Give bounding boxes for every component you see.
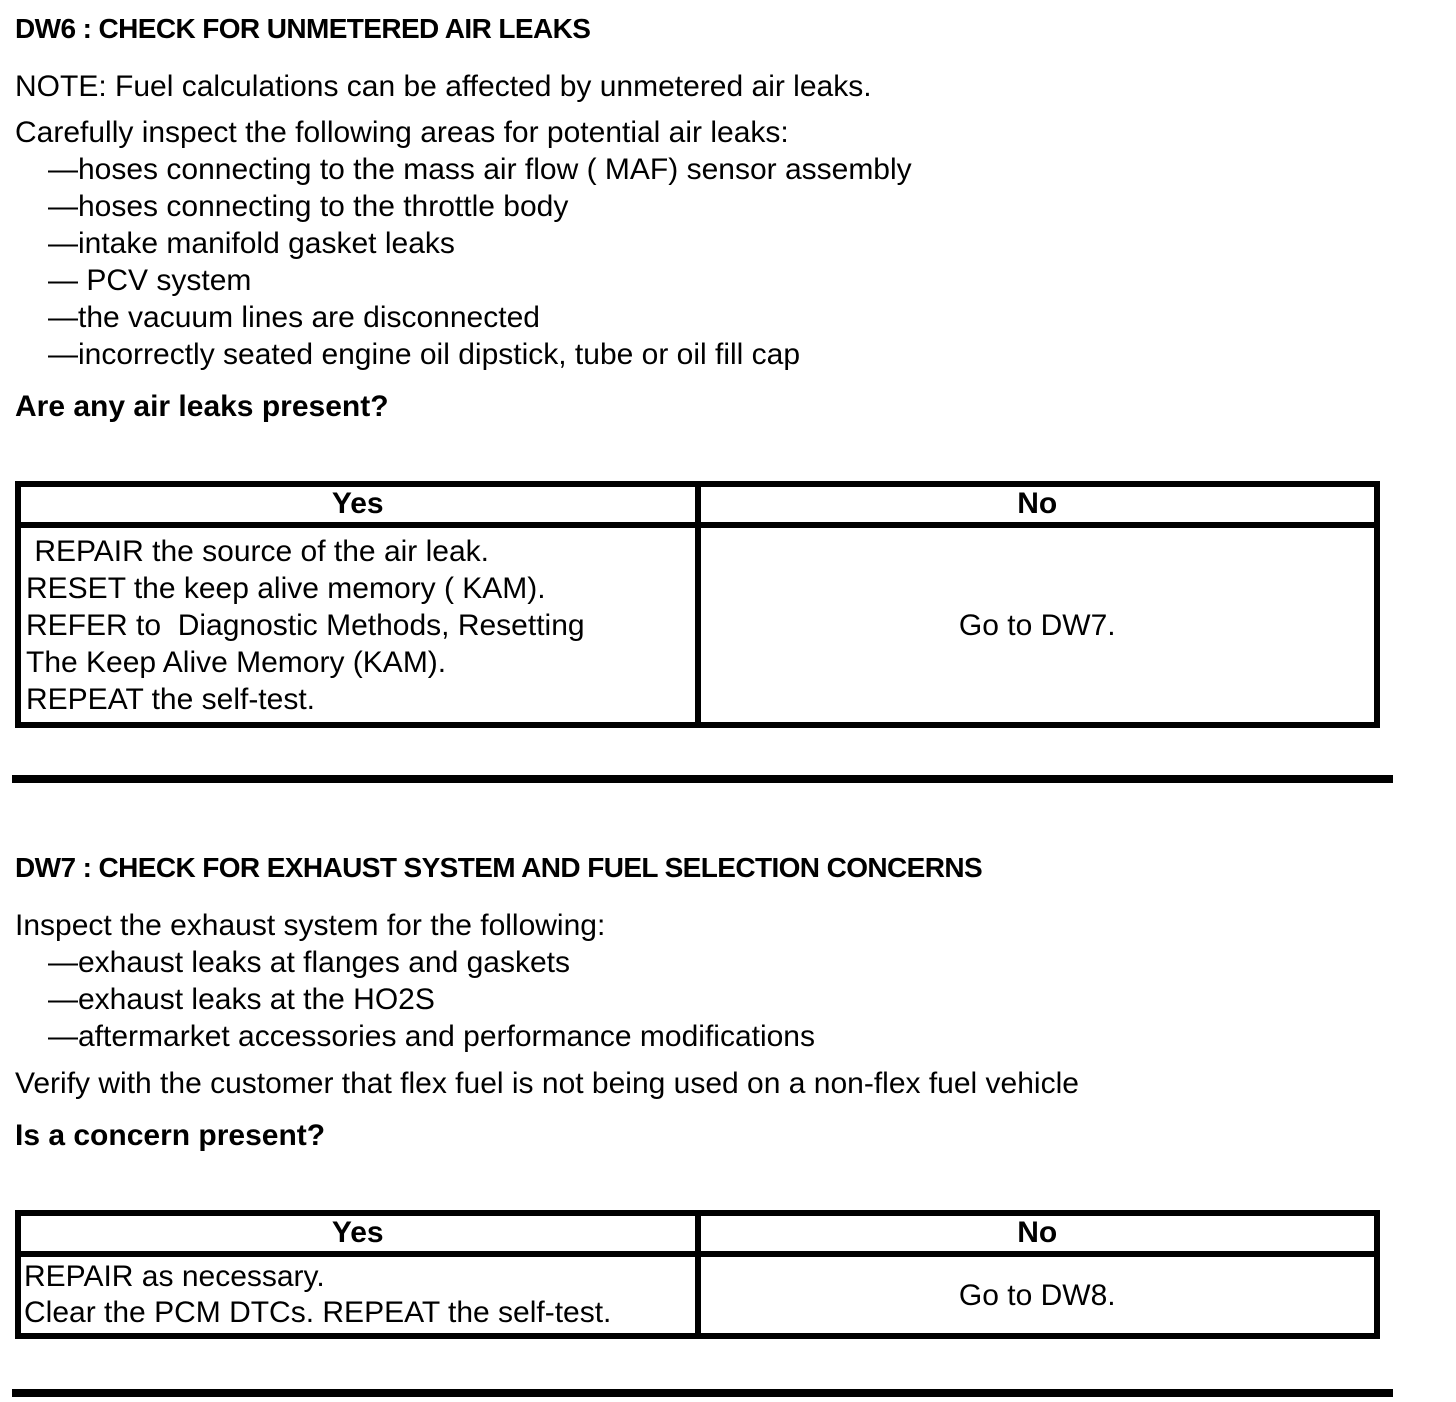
dw7-no-action: Go to DW8. (694, 1251, 1380, 1339)
dw7-bullet-item: —exhaust leaks at the HO2S (48, 983, 435, 1016)
dw7-table-body-row: REPAIR as necessary.Clear the PCM DTCs. … (15, 1251, 1380, 1339)
dw6-yes-header: Yes (15, 481, 701, 528)
dw7-verify-text: Verify with the customer that flex fuel … (15, 1067, 1079, 1100)
dw6-yes-action-line: REPEAT the self-test. (26, 683, 315, 716)
dw7-yes-action-line: Clear the PCM DTCs. REPEAT the self-test… (24, 1296, 612, 1329)
dw7-yes-actions: REPAIR as necessary.Clear the PCM DTCs. … (15, 1251, 701, 1339)
section-divider-1 (12, 775, 1393, 783)
dw7-yes-header: Yes (15, 1210, 701, 1257)
dw7-bullet-list: —exhaust leaks at flanges and gaskets —ex… (15, 944, 1456, 1055)
dw6-yes-action-line: The Keep Alive Memory (KAM). (26, 646, 447, 679)
dw6-no-action: Go to DW7. (694, 522, 1380, 728)
dw6-yes-action-line: REFER to Diagnostic Methods, Resetting (26, 609, 585, 642)
dw6-section-heading: DW6 : CHECK FOR UNMETERED AIR LEAKS (15, 13, 591, 44)
dw7-bullet-item: —aftermarket accessories and performance… (48, 1020, 815, 1053)
dw6-table-header-row: Yes No (15, 481, 1380, 528)
dw6-no-header: No (694, 481, 1380, 528)
dw6-question: Are any air leaks present? (15, 390, 389, 423)
dw6-yes-action-line: REPAIR the source of the air leak. (26, 535, 489, 568)
dw6-bullet-item: —incorrectly seated engine oil dipstick,… (48, 338, 801, 371)
dw6-yes-action-line: RESET the keep alive memory ( KAM). (26, 572, 546, 605)
dw6-yes-actions: REPAIR the source of the air leak. RESET … (15, 522, 701, 728)
dw6-table-body-row: REPAIR the source of the air leak. RESET … (15, 522, 1380, 728)
dw7-question: Is a concern present? (15, 1119, 326, 1152)
dw7-yes-action-line: REPAIR as necessary. (24, 1260, 325, 1293)
dw6-section: DW6 : CHECK FOR UNMETERED AIR LEAKS NOTE… (15, 14, 1456, 728)
dw7-section-heading: DW7 : CHECK FOR EXHAUST SYSTEM AND FUEL … (15, 852, 983, 883)
dw6-bullet-item: —intake manifold gasket leaks (48, 227, 455, 260)
dw7-intro-text: Inspect the exhaust system for the follo… (15, 909, 606, 942)
dw7-bullet-item: —exhaust leaks at flanges and gaskets (48, 946, 570, 979)
dw6-bullet-item: — PCV system (48, 264, 252, 297)
dw6-bullet-item: —hoses connecting to the throttle body (48, 190, 569, 223)
dw6-bullet-item: —the vacuum lines are disconnected (48, 301, 540, 334)
dw6-bullet-list: —hoses connecting to the mass air flow (… (15, 151, 1456, 373)
dw6-note-text: NOTE: Fuel calculations can be affected … (15, 70, 872, 103)
dw7-section: DW7 : CHECK FOR EXHAUST SYSTEM AND FUEL … (15, 853, 1456, 1339)
dw6-decision-table: Yes No REPAIR the source of the air leak… (15, 481, 1380, 728)
dw7-no-header: No (694, 1210, 1380, 1257)
dw6-intro-text: Carefully inspect the following areas fo… (15, 116, 789, 149)
dw6-bullet-item: —hoses connecting to the mass air flow (… (48, 153, 912, 186)
section-divider-2 (12, 1389, 1393, 1397)
dw7-table-header-row: Yes No (15, 1210, 1380, 1257)
dw7-decision-table: Yes No REPAIR as necessary.Clear the PCM… (15, 1210, 1380, 1339)
